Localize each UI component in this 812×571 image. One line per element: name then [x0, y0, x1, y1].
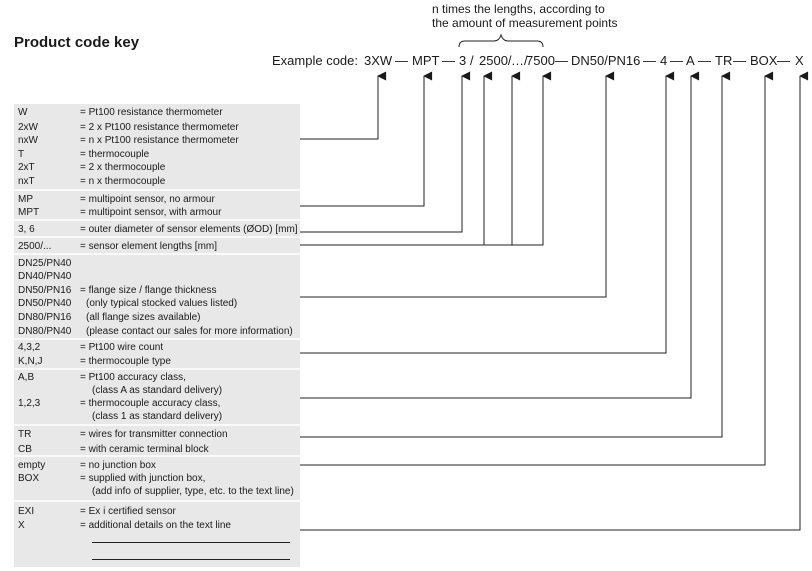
code-separator: —: [643, 53, 656, 68]
connector-accuracy: [300, 71, 700, 399]
code-key-table: [14, 104, 300, 567]
row-code: MP: [18, 194, 33, 205]
row-code: DN50/PN16: [18, 285, 72, 296]
row-code: 2xW: [18, 122, 38, 133]
connector-multipoint: [300, 71, 433, 207]
row-description: (only typical stocked values listed): [86, 298, 238, 309]
annotation-line-1: n times the lengths, according to: [432, 2, 605, 16]
row-description: = 2 x Pt100 resistance thermometer: [80, 122, 239, 133]
row-description: = thermocouple type: [80, 356, 171, 367]
example-code-label: Example code:: [272, 53, 358, 68]
row-code: DN25/PN40: [18, 258, 72, 269]
row-description: = Pt100 accuracy class,: [80, 372, 186, 383]
page-title: Product code key: [14, 34, 140, 51]
row-code: 4,3,2: [18, 342, 41, 353]
row-code: DN80/PN40: [18, 326, 72, 337]
row-description: = thermocouple: [80, 149, 150, 160]
code-segment-flange: DN50/PN16: [571, 53, 641, 68]
row-code: K,N,J: [18, 356, 43, 367]
row-description: = n x thermocouple: [80, 176, 166, 187]
lengths-brace: [458, 33, 544, 48]
row-code: DN50/PN40: [18, 298, 72, 309]
row-code: 2500/...: [18, 241, 52, 252]
row-description: = flange size / flange thickness: [80, 285, 217, 296]
row-code: W: [18, 107, 28, 118]
row-code: X: [18, 520, 25, 531]
connector-lengths: [300, 76, 544, 246]
connector-diameter: [300, 71, 471, 233]
text-line-blank: [92, 542, 290, 543]
code-separator: —: [555, 53, 568, 68]
code-separator: —: [442, 53, 455, 68]
row-description: = multipoint sensor, no armour: [80, 194, 215, 205]
row-description: = sensor element lengths [mm]: [80, 241, 218, 252]
annotation-line-2: the amount of measurement points: [432, 16, 618, 30]
row-code: EXI: [18, 506, 35, 517]
code-segment-wire-count: 4: [660, 53, 668, 68]
row-description: = wires for transmitter connection: [80, 429, 228, 440]
row-description: = with ceramic terminal block: [80, 444, 209, 455]
row-code: MPT: [18, 207, 40, 218]
row-description: (please contact our sales for more infor…: [86, 326, 293, 337]
code-slash: /: [470, 53, 474, 68]
code-separator: —: [395, 53, 408, 68]
code-segment-length-n: …/: [511, 53, 528, 68]
row-code: nxW: [18, 135, 38, 146]
code-segment-sensor-type: 3XW: [364, 53, 393, 68]
connector-connection: [300, 71, 731, 438]
row-description: = Ex i certified sensor: [80, 506, 176, 517]
row-description: = thermocouple accuracy class,: [80, 398, 221, 409]
connector-wire-count: [300, 71, 675, 354]
row-description: = n x Pt100 resistance thermometer: [80, 135, 239, 146]
row-code: empty: [18, 460, 46, 471]
code-segment-length-last: 7500: [526, 53, 555, 68]
code-segment-junction-box: BOX: [750, 53, 778, 68]
code-segment-connection: TR: [715, 53, 733, 68]
row-description: = Pt100 resistance thermometer: [80, 107, 223, 118]
row-code: nxT: [18, 176, 35, 187]
code-segment-length-1: 2500/: [479, 53, 512, 68]
row-description: (class 1 as standard delivery): [92, 411, 223, 422]
code-separator: —: [733, 53, 746, 68]
row-code: TR: [18, 429, 32, 440]
connector-sensor-type: [300, 71, 387, 140]
row-description: = additional details on the text line: [80, 520, 231, 531]
row-code: 1,2,3: [18, 398, 41, 409]
row-description: = no junction box: [80, 460, 156, 471]
connector-flange: [300, 71, 615, 298]
row-description: = Pt100 wire count: [80, 342, 164, 353]
code-segment-diameter: 3: [459, 53, 467, 68]
text-line-blank: [92, 559, 290, 560]
row-description: (class A as standard delivery): [92, 385, 223, 396]
row-description: (add info of supplier, type, etc. to the…: [92, 486, 294, 497]
row-code: DN40/PN40: [18, 271, 72, 282]
row-description: = multipoint sensor, with armour: [80, 207, 222, 218]
code-segment-extra: X: [795, 53, 804, 68]
row-code: DN80/PN16: [18, 312, 72, 323]
row-code: 2xT: [18, 162, 35, 173]
row-code: BOX: [18, 473, 40, 484]
connector-junction-box: [300, 71, 774, 466]
row-code: 3, 6: [18, 224, 35, 235]
row-description: = outer diameter of sensor elements (ØOD…: [80, 224, 298, 235]
connector-extra: [300, 71, 809, 531]
row-description: = supplied with junction box,: [80, 473, 206, 484]
code-separator: —: [777, 53, 790, 68]
code-segment-accuracy: A: [686, 53, 695, 68]
code-separator: —: [698, 53, 711, 68]
row-code: T: [18, 149, 25, 160]
code-segment-multipoint: MPT: [412, 53, 440, 68]
row-description: = 2 x thermocouple: [80, 162, 166, 173]
row-code: CB: [18, 444, 32, 455]
row-code: A,B: [18, 372, 35, 383]
row-description: (all flange sizes available): [86, 312, 201, 323]
code-separator: —: [670, 53, 683, 68]
